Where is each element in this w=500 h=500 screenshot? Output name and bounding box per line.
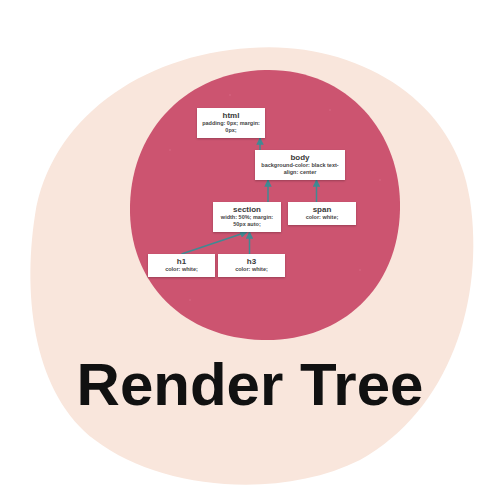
h1-box: h1color: white; [148,254,215,277]
pink-circle [130,70,400,340]
tree-connector [182,232,248,254]
tree-connector [249,232,251,254]
tree-connector [259,138,261,150]
h3-box: h3color: white; [218,254,285,277]
css-rules: color: white; [292,214,352,221]
css-rules: background-color: black text-align: cent… [259,162,341,176]
css-rules: width: 50%; margin: 50px auto; [217,214,277,228]
element-name: html [201,111,261,120]
element-name: h1 [152,257,211,266]
diagram-title: Render Tree [0,352,500,418]
css-rules: color: white; [152,266,211,273]
element-name: h3 [222,257,281,266]
css-rules: color: white; [222,266,281,273]
tree-connector [267,180,269,202]
html-box: htmlpadding: 0px; margin: 0px; [197,108,265,138]
span-box: spancolor: white; [288,202,356,225]
css-rules: padding: 0px; margin: 0px; [201,120,261,134]
element-name: section [217,205,277,214]
element-name: body [259,153,341,162]
tree-connector [316,180,318,202]
element-name: span [292,205,352,214]
cream-blob [30,47,473,484]
body-box: bodybackground-color: black text-align: … [255,150,345,180]
section-box: sectionwidth: 50%; margin: 50px auto; [213,202,281,232]
